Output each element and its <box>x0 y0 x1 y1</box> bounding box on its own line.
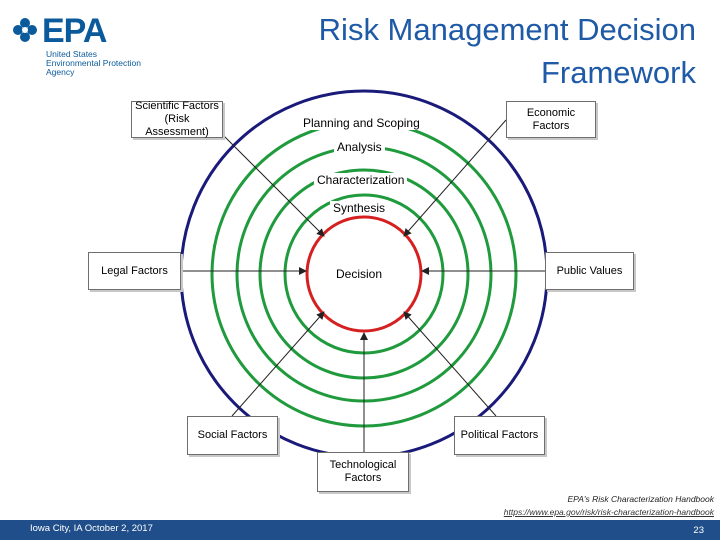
logo-subtitle-line: United States <box>46 49 98 59</box>
analysis-label: Analysis <box>334 140 385 154</box>
arrow-economic <box>403 119 507 237</box>
scientific-factors-box: Scientific Factors (Risk Assessment) <box>131 100 223 138</box>
social-factors-text: Social Factors <box>197 429 268 441</box>
public-values-box: Public Values <box>545 252 634 290</box>
footer-bar: Iowa City, IA October 2, 2017 23 <box>0 520 720 540</box>
epa-flower-icon <box>13 18 37 42</box>
logo-subtitle-line: Agency <box>46 67 75 77</box>
legal-factors-box: Legal Factors <box>88 252 181 290</box>
source-title: EPA's Risk Characterization Handbook <box>567 494 714 504</box>
political-factors-text: Political Factors <box>460 429 539 441</box>
social-factors-box: Social Factors <box>187 416 278 455</box>
arrow-social <box>231 311 325 417</box>
arrow-political <box>403 311 497 417</box>
public-values-text: Public Values <box>556 264 623 277</box>
technological-factors-box: Technological Factors <box>317 452 409 492</box>
legal-factors-text: Legal Factors <box>101 264 168 277</box>
arrow-scientific <box>223 135 325 237</box>
slide-title-line: Framework <box>540 55 696 90</box>
epa-logo: EPA United States Environmental Protecti… <box>10 12 160 77</box>
logo-subtitle: United States Environmental Protection A… <box>46 50 141 77</box>
economic-factors-text: Economic Factors <box>526 106 576 132</box>
slide-title-line: Risk Management Decision <box>318 12 696 47</box>
political-factors-box: Political Factors <box>454 416 545 455</box>
logo-wordmark: EPA <box>42 12 107 50</box>
decision-label: Decision <box>333 267 386 281</box>
source-citation: EPA's Risk Characterization Handbook htt… <box>504 493 714 519</box>
characterization-label: Characterization <box>314 173 408 187</box>
footer-location-date: Iowa City, IA October 2, 2017 <box>30 523 153 534</box>
synthesis-label: Synthesis <box>330 201 389 215</box>
planning-scoping-label: Planning and Scoping <box>300 116 423 130</box>
scientific-factors-text: Scientific Factors (Risk Assessment) <box>135 100 219 138</box>
slide-title: Risk Management Decision Framework <box>236 8 696 94</box>
page-number: 23 <box>693 525 704 536</box>
technological-factors-text: Technological Factors <box>329 459 397 484</box>
economic-factors-box: Economic Factors <box>506 101 596 138</box>
source-link[interactable]: https://www.epa.gov/risk/risk-characteri… <box>503 507 714 517</box>
logo-subtitle-line: Environmental Protection <box>46 58 141 68</box>
